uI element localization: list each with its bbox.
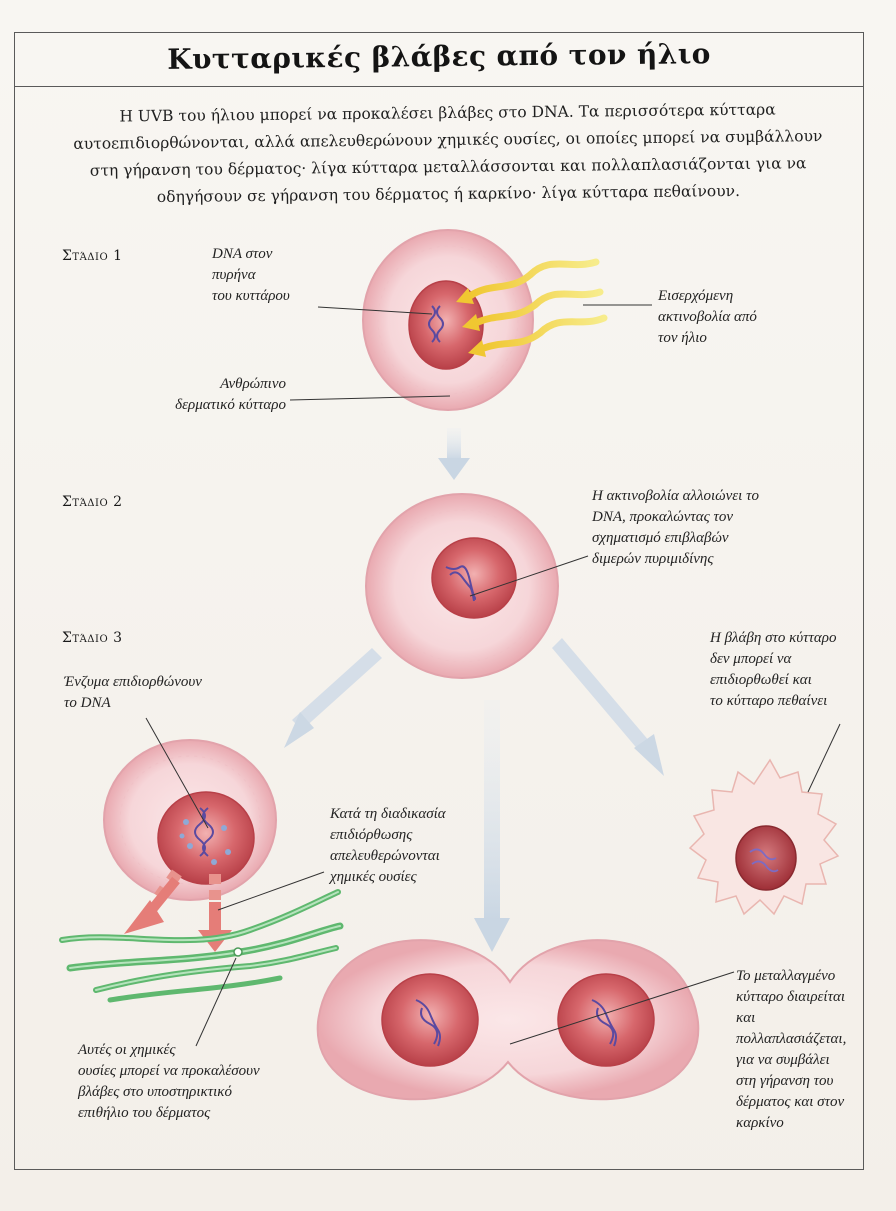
label-repair-releases-chemicals: Κατά τη διαδικασία επιδιόρθωσης απελευθε… [330, 804, 446, 888]
flow-arrow-1 [438, 428, 470, 480]
flow-arrow-left [284, 648, 382, 748]
label-dna-nucleus: DNA στον πυρήνα του κυττάρου [212, 244, 290, 307]
label-enzymes-repair: Ένζυμα επιδιορθώνουν το DNA [64, 672, 202, 714]
stage-3-heading: Στάδιο 3 [62, 630, 123, 646]
stage-2-heading: Στάδιο 2 [62, 494, 123, 510]
label-incoming-radiation: Εισερχόμενη ακτινοβολία από τον ήλιο [658, 286, 757, 349]
stage-1-heading: Στάδιο 1 [62, 248, 123, 264]
skin-support-fibers [62, 892, 340, 1000]
label-mutated-cell-divides: Το μεταλλαγμένο κύτταρο διαιρείται και π… [736, 966, 846, 1134]
label-chemicals-damage-epithelium: Αυτές οι χημικές ουσίες μπορεί να προκαλ… [78, 1040, 260, 1124]
stage2-cell [366, 494, 558, 678]
dying-cell [690, 760, 838, 914]
stage1-cell [363, 230, 533, 410]
label-radiation-alters-dna: Η ακτινοβολία αλλοιώνει το DNA, προκαλών… [592, 486, 759, 570]
flow-arrow-middle [474, 700, 510, 952]
dividing-cell [318, 940, 699, 1099]
repairing-cell [104, 740, 276, 900]
label-human-skin-cell: Ανθρώπινο δερματικό κύτταρο [136, 374, 286, 416]
label-cell-dies: Η βλάβη στο κύτταρο δεν μπορεί να επιδιο… [710, 628, 837, 712]
flow-arrow-right [552, 638, 664, 776]
